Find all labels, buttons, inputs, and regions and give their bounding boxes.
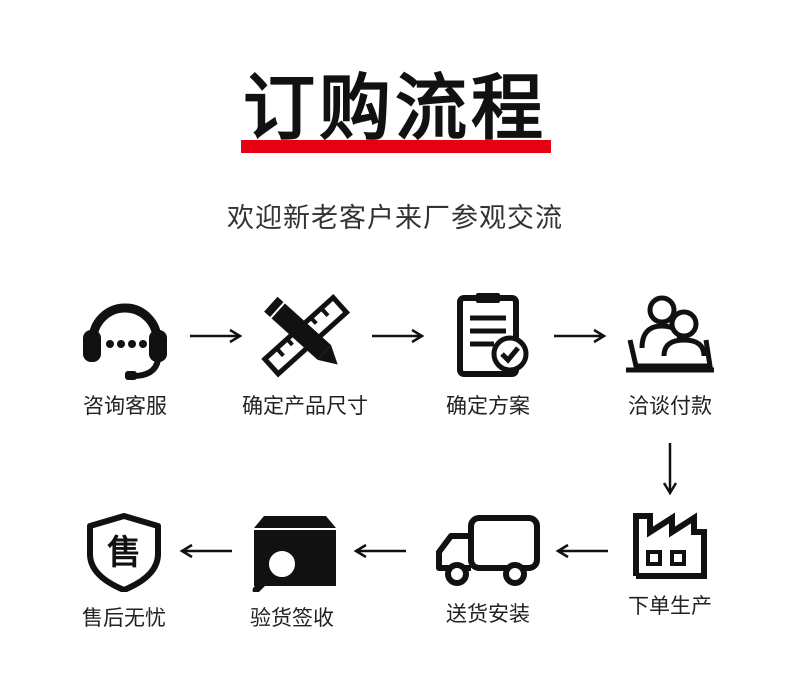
arrow-right-icon — [190, 328, 243, 344]
step-label: 验货签收 — [250, 606, 334, 630]
title-underline — [241, 140, 551, 153]
step-delivery: 送货安装 — [408, 512, 568, 628]
factory-icon — [633, 512, 707, 579]
step-label: 洽谈付款 — [628, 394, 712, 418]
arrow-right-icon — [554, 328, 607, 344]
arrow-down-icon — [662, 443, 678, 496]
step-size: 确定产品尺寸 — [225, 290, 385, 420]
arrow-left-icon — [555, 543, 608, 559]
meeting-people-icon — [626, 295, 714, 373]
pencil-ruler-icon — [261, 294, 351, 378]
page-subtitle: 欢迎新老客户来厂参观交流 — [227, 203, 563, 234]
step-label: 送货安装 — [446, 602, 530, 626]
step-label: 售后无忧 — [82, 606, 166, 630]
truck-icon — [436, 515, 540, 586]
step-label: 确定方案 — [446, 394, 530, 418]
arrow-left-icon — [353, 543, 406, 559]
arrow-left-icon — [179, 543, 232, 559]
step-inspection: 验货签收 — [212, 512, 372, 632]
shield-badge-icon: 售 — [87, 513, 161, 592]
step-production: 下单生产 — [590, 510, 750, 620]
title-block: 订购流程 — [0, 66, 790, 150]
step-after-sales: 售 售后无忧 — [44, 512, 204, 632]
step-label: 咨询客服 — [83, 394, 167, 418]
step-plan: 确定方案 — [408, 290, 568, 420]
step-label: 确定产品尺寸 — [242, 394, 368, 418]
page-title: 订购流程 — [242, 66, 547, 150]
badge-text: 售 — [107, 533, 141, 573]
step-payment: 洽谈付款 — [590, 290, 750, 420]
box-magnifier-icon — [252, 516, 336, 592]
arrow-right-icon — [372, 328, 425, 344]
step-consult: 咨询客服 — [45, 290, 205, 420]
step-label: 下单生产 — [628, 594, 712, 618]
headset-icon — [83, 303, 167, 380]
clipboard-check-icon — [457, 293, 529, 377]
